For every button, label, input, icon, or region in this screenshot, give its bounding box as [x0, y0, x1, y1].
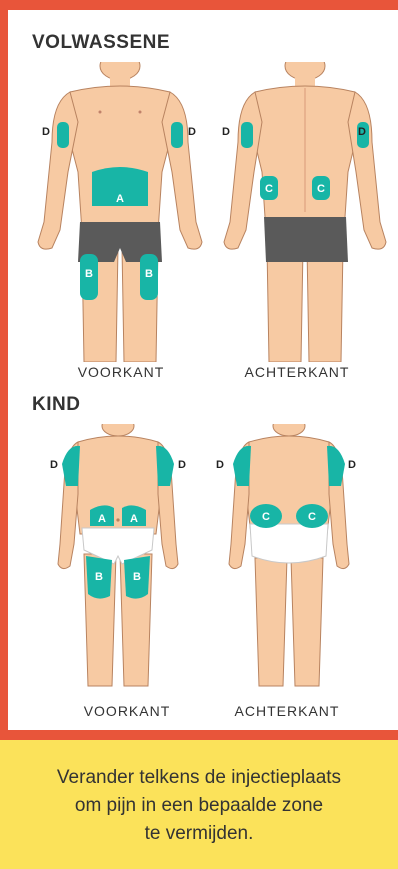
zone-d-label-right: D — [178, 459, 186, 471]
child-back-figure: C C D D — [214, 424, 364, 694]
zone-c-label-left: C — [262, 511, 270, 523]
zone-b-label-right: B — [145, 268, 153, 280]
footer-line-1: Verander telkens de injectieplaats — [20, 764, 378, 792]
zone-c-label-right: C — [308, 511, 316, 523]
zone-d-label-right: D — [188, 126, 196, 138]
zone-b-label-right: B — [133, 571, 141, 583]
adult-back-label: ACHTERKANT — [222, 364, 372, 380]
adult-front-body — [38, 62, 202, 362]
zone-a-label: A — [116, 193, 124, 205]
adult-front-label: VOORKANT — [46, 364, 196, 380]
footer-banner: Verander telkens de injectieplaats om pi… — [0, 740, 398, 869]
adult-front-figure: A B B D D — [30, 62, 210, 362]
zone-d-left-front-adult — [57, 122, 69, 148]
zone-a-label-left: A — [98, 513, 106, 525]
zone-b-label-left: B — [95, 571, 103, 583]
zone-b-label-left: B — [85, 268, 93, 280]
adult-back-figure: C C D D — [220, 62, 390, 362]
zone-a-label-right: A — [130, 513, 138, 525]
zone-d-label-left: D — [216, 459, 224, 471]
zone-d-label-right: D — [358, 126, 366, 138]
adult-back-body — [224, 62, 386, 362]
zone-d-left-back-adult — [241, 122, 253, 148]
child-back-label: ACHTERKANT — [212, 703, 362, 719]
zone-d-label-left: D — [42, 126, 50, 138]
child-section-title: KIND — [32, 394, 80, 416]
footer-line-2: om pijn in een bepaalde zone — [20, 792, 378, 820]
zone-d-label-left: D — [50, 459, 58, 471]
zone-c-label-left: C — [265, 183, 273, 195]
zone-c-label-right: C — [317, 183, 325, 195]
zone-d-right-front-adult — [171, 122, 183, 148]
footer-message: Verander telkens de injectieplaats om pi… — [20, 764, 378, 848]
adult-section-title: VOLWASSENE — [32, 32, 170, 54]
footer-line-3: te vermijden. — [20, 820, 378, 848]
child-front-figure: A A B B D D — [48, 424, 188, 694]
zone-d-label-left: D — [222, 126, 230, 138]
zone-d-label-right: D — [348, 459, 356, 471]
child-front-label: VOORKANT — [52, 703, 202, 719]
